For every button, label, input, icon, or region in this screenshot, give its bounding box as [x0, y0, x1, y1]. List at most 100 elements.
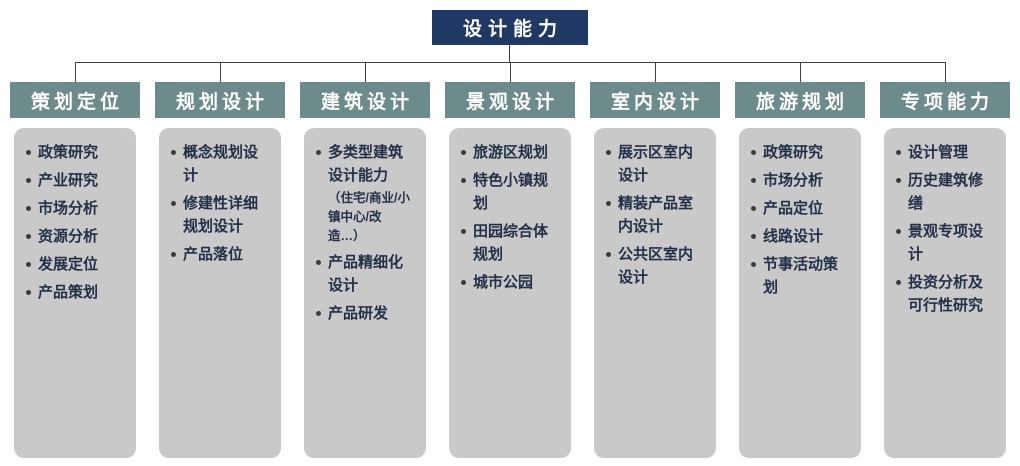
list-item: 政策研究	[26, 141, 122, 164]
list-item: 发展定位	[26, 253, 122, 276]
item-text: 市场分析	[38, 200, 99, 217]
bullet-icon	[896, 178, 901, 183]
bullet-icon	[461, 280, 466, 285]
item-text: 资源分析	[38, 228, 99, 245]
item-text: 产品落位	[183, 246, 244, 263]
item-text: 节事活动策划	[763, 256, 839, 296]
bullet-icon	[26, 178, 31, 183]
branch-column: 室内设计 展示区室内设计 精装产品室内设计 公共区室内设计	[590, 62, 720, 458]
item-list: 政策研究 市场分析 产品定位 线路设计 节事活动策划	[751, 141, 847, 299]
item-list: 政策研究 产业研究 市场分析 资源分析 发展定位 产品策划	[26, 141, 122, 304]
list-item: 多类型建筑设计能力	[316, 141, 412, 187]
bullet-icon	[26, 262, 31, 267]
connector-root-stub	[509, 45, 510, 62]
list-item: 设计管理	[896, 141, 992, 164]
bullet-icon	[316, 311, 321, 316]
branch-panel: 多类型建筑设计能力 （住宅/商业/小镇中心/改造…） 产品精细化设计 产品研发	[304, 128, 426, 458]
item-text: 田园综合体规划	[473, 223, 549, 263]
branch-header: 规划设计	[155, 82, 285, 118]
branch-header-label: 建筑设计	[320, 91, 413, 113]
branch-header: 专项能力	[880, 82, 1010, 118]
bullet-icon	[896, 150, 901, 155]
connector-horizontal-line	[75, 62, 946, 63]
list-item: 节事活动策划	[751, 253, 847, 299]
branch-header: 策划定位	[10, 82, 140, 118]
item-note: （住宅/商业/小镇中心/改造…）	[328, 191, 410, 243]
item-text: 产品定位	[763, 200, 824, 217]
branch-column: 景观设计 旅游区规划 特色小镇规划 田园综合体规划 城市公园	[445, 62, 575, 458]
connector-branch-stub	[944, 62, 946, 82]
list-item: 产品落位	[171, 243, 267, 266]
item-text: 政策研究	[763, 144, 824, 161]
branch-header-label: 室内设计	[610, 91, 703, 113]
root-label: 设计能力	[462, 19, 563, 40]
list-item: 投资分析及可行性研究	[896, 271, 992, 317]
bullet-icon	[316, 150, 321, 155]
branch-header: 室内设计	[590, 82, 720, 118]
branch-header-label: 策划定位	[30, 91, 123, 113]
item-text: 政策研究	[38, 144, 99, 161]
connector-branch-stub	[799, 62, 801, 82]
item-text: 市场分析	[763, 172, 824, 189]
bullet-icon	[896, 229, 901, 234]
branch-column: 策划定位 政策研究 产业研究 市场分析 资源分析 发展定位 产品策划	[10, 62, 140, 458]
item-list: 多类型建筑设计能力 （住宅/商业/小镇中心/改造…） 产品精细化设计 产品研发	[316, 141, 412, 325]
bullet-icon	[751, 206, 756, 211]
branch-columns: 策划定位 政策研究 产业研究 市场分析 资源分析 发展定位 产品策划 规划设计	[10, 62, 1010, 458]
list-item: 旅游区规划	[461, 141, 557, 164]
bullet-icon	[461, 178, 466, 183]
list-item: 产品定位	[751, 197, 847, 220]
branch-column: 规划设计 概念规划设计 修建性详细规划设计 产品落位	[155, 62, 285, 458]
list-item: 市场分析	[751, 169, 847, 192]
connector-branch-stub	[654, 62, 656, 82]
item-text: 概念规划设计	[183, 144, 259, 184]
branch-header-label: 规划设计	[175, 91, 268, 113]
branch-column: 专项能力 设计管理 历史建筑修缮 景观专项设计 投资分析及可行性研究	[880, 62, 1010, 458]
item-text: 历史建筑修缮	[908, 172, 984, 212]
bullet-icon	[461, 229, 466, 234]
list-item: 市场分析	[26, 197, 122, 220]
item-text: 产品策划	[38, 284, 99, 301]
item-text: 多类型建筑设计能力	[328, 144, 404, 184]
item-text: 投资分析及可行性研究	[908, 274, 984, 314]
item-text: 特色小镇规划	[473, 172, 549, 212]
connector-branch-stub	[364, 62, 366, 82]
list-item: 线路设计	[751, 225, 847, 248]
list-item: 产品策划	[26, 281, 122, 304]
item-text: 精装产品室内设计	[618, 195, 694, 235]
item-text: 公共区室内设计	[618, 246, 694, 286]
branch-panel: 旅游区规划 特色小镇规划 田园综合体规划 城市公园	[449, 128, 571, 458]
bullet-icon	[606, 150, 611, 155]
connector-branch-stub	[509, 62, 511, 82]
branch-header: 旅游规划	[735, 82, 865, 118]
item-text: 旅游区规划	[473, 144, 549, 161]
branch-header-label: 专项能力	[900, 91, 993, 113]
bullet-icon	[26, 234, 31, 239]
list-item: 展示区室内设计	[606, 141, 702, 187]
item-text: 景观专项设计	[908, 223, 984, 263]
branch-header: 景观设计	[445, 82, 575, 118]
bullet-icon	[171, 252, 176, 257]
list-item: 特色小镇规划	[461, 169, 557, 215]
bullet-icon	[171, 201, 176, 206]
list-item: 田园综合体规划	[461, 220, 557, 266]
list-item: 历史建筑修缮	[896, 169, 992, 215]
bullet-icon	[751, 262, 756, 267]
list-item: 概念规划设计	[171, 141, 267, 187]
list-item: 城市公园	[461, 271, 557, 294]
list-item: 产品精细化设计	[316, 251, 412, 297]
root-node: 设计能力	[432, 10, 588, 45]
item-text: 城市公园	[473, 274, 534, 291]
branch-column: 旅游规划 政策研究 市场分析 产品定位 线路设计 节事活动策划	[735, 62, 865, 458]
branch-header: 建筑设计	[300, 82, 430, 118]
bullet-icon	[751, 178, 756, 183]
list-item: 公共区室内设计	[606, 243, 702, 289]
bullet-icon	[26, 290, 31, 295]
bullet-icon	[606, 201, 611, 206]
item-text: 发展定位	[38, 256, 99, 273]
item-text: 修建性详细规划设计	[183, 195, 259, 235]
connector-branch-stub	[74, 62, 76, 82]
list-item: 景观专项设计	[896, 220, 992, 266]
bullet-icon	[896, 280, 901, 285]
list-item: 资源分析	[26, 225, 122, 248]
